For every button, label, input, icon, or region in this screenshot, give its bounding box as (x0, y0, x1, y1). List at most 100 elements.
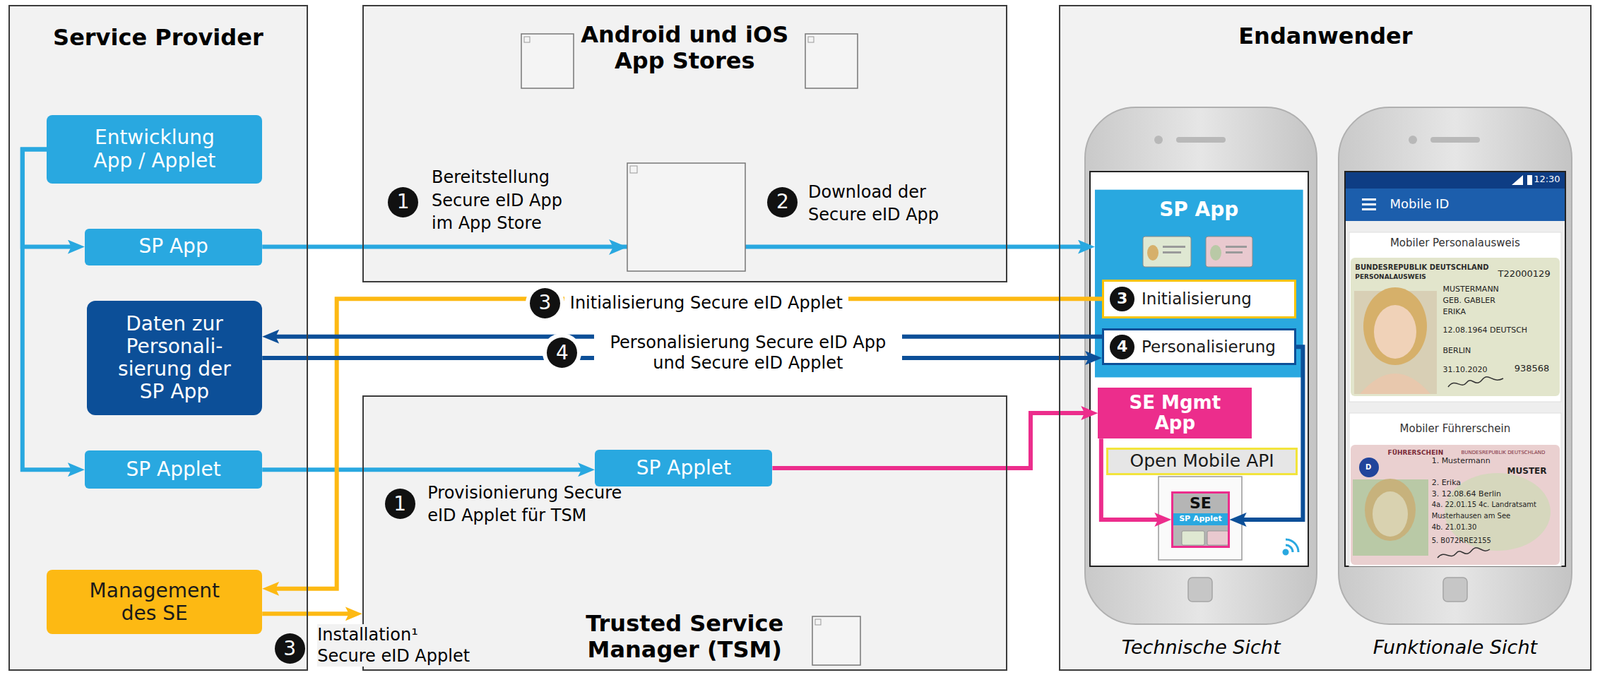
eu-flag (1359, 457, 1379, 478)
provider-panel: Service ProviderEntwicklung App / Applet… (8, 4, 309, 672)
card-text: MUSTER (1507, 466, 1548, 477)
image-placeholder (812, 616, 861, 666)
thumb-lines (1225, 245, 1247, 248)
card-text: BUNDESREPUBLIK DEUTSCHLAND (1354, 263, 1489, 272)
api-box: Open Mobile API (1106, 447, 1299, 476)
node-label: Initialisierung (1141, 289, 1252, 308)
id-photo-shoulders (1359, 373, 1431, 395)
id-photo-face (1373, 305, 1417, 359)
applet-chip: SP Applet (1173, 513, 1228, 526)
node-label: SP App (138, 235, 208, 258)
card-text: Musterhausen am See (1431, 512, 1511, 521)
phone-speaker (1430, 137, 1480, 143)
step-note: Installation¹ Secure eID Applet (317, 624, 477, 667)
image-placeholder (805, 33, 858, 89)
id-card-thumb (1181, 531, 1205, 546)
thumb-lines (1225, 251, 1243, 254)
edge-label: Personalisierung Secure eID App und Secu… (594, 331, 903, 376)
callout-number: 4 (1109, 334, 1135, 360)
card-text: T22000129 (1498, 268, 1551, 280)
thumb-face (1147, 245, 1159, 261)
signature (1437, 548, 1490, 559)
applet-box: SP Applet (84, 450, 263, 489)
card-text: BUNDESREPUBLIK DEUTSCHLAND (1461, 449, 1546, 456)
edge-label: Initialisierung Secure eID Applet (564, 291, 849, 316)
broken-image-mark (524, 36, 530, 43)
licence-photo-hair (1364, 478, 1416, 542)
licence-thumb (1205, 236, 1253, 268)
node-label: SP Applet (1178, 514, 1223, 524)
panel-heading: Endanwender (1060, 23, 1591, 50)
phone-body (1338, 107, 1572, 625)
panel-heading: Trusted Service Manager (TSM) (564, 611, 805, 664)
battery-icon (1527, 175, 1533, 186)
end-user-panel-fill (1058, 4, 1592, 672)
card-text: GEB. GABLER (1443, 295, 1496, 306)
phone-screen (1089, 171, 1309, 567)
step-box: 3Initialisierung (1101, 279, 1296, 319)
phone-camera (1408, 135, 1418, 145)
card-text: 2. Erika (1431, 478, 1461, 488)
card-text: PERSONALAUSWEIS (1354, 273, 1426, 282)
node-label: SE Mgmt App (1118, 392, 1232, 434)
image-frame (1158, 476, 1242, 561)
process-box: Entwicklung App / Applet (46, 115, 263, 184)
node-label: SP Applet (125, 458, 221, 482)
flow-arrow (22, 149, 75, 471)
thumb-face (1210, 245, 1222, 261)
card-text: 4b. 21.01.30 (1431, 523, 1478, 532)
menu-icon (1361, 198, 1377, 201)
status-bar (1345, 172, 1565, 189)
step-box: 4 Personalisierung (1101, 328, 1296, 366)
signature (1448, 377, 1504, 388)
node-label: Daten zur Personali- sierung der SP App (107, 312, 242, 405)
flow-arrow (772, 413, 1088, 469)
app-store-panel: Android und iOS App Stores (362, 4, 1008, 283)
screen-text: Mobile ID (1389, 196, 1449, 212)
step-note: Provisionierung Secure eID Applet für TS… (427, 481, 640, 528)
menu-icon (1361, 208, 1377, 211)
menu-icon (1361, 203, 1377, 206)
nfc-wave (1285, 539, 1299, 553)
callout-number: 2 (767, 187, 798, 218)
store-image-placeholder (627, 163, 746, 272)
phone-camera (1154, 135, 1163, 145)
panel-heading: Service Provider (9, 24, 308, 51)
node-label: Personalisierung (1141, 337, 1276, 357)
card-text: 3. 12.08.64 Berlin (1431, 489, 1502, 499)
callout-number: 1 (387, 187, 419, 218)
secure-element: SE SP Applet (1171, 491, 1230, 548)
card-text: 31.10.2020 (1443, 365, 1488, 375)
phone-home-button (1443, 577, 1468, 602)
node-label: Entwicklung App / Applet (85, 126, 224, 172)
view-caption: Funktionale Sicht (1373, 636, 1538, 660)
view-caption: Technische Sicht (1121, 636, 1281, 660)
callout-number: 4 (546, 337, 578, 369)
id-card-image (1350, 257, 1560, 397)
screen-text: Mobiler Personalausweis (1390, 236, 1521, 250)
panel-heading: SE (1173, 495, 1228, 512)
secure-element-fill (1171, 491, 1230, 548)
step-note: Download der Secure eID App (808, 180, 950, 227)
provider-panel-fill (8, 4, 309, 672)
broken-image-mark (815, 619, 821, 626)
card-text: 12.08.1964 DEUTSCH (1443, 325, 1528, 335)
signal-icon (1511, 175, 1524, 186)
phone-body (1085, 107, 1317, 625)
licence-photo-face (1372, 491, 1408, 537)
card-text: FÜHRERSCHEIN (1388, 449, 1444, 458)
screen-text: 12:30 (1533, 173, 1560, 186)
management-app-box: SE Mgmt App (1097, 387, 1252, 439)
app-box: SP App (84, 228, 263, 266)
card-panel (1349, 232, 1562, 402)
applet-box: SP Applet (594, 449, 773, 487)
step-note: Bereitstellung Secure eID App im App Sto… (431, 166, 577, 235)
callout-number: 1 (384, 488, 416, 520)
card-text: BERLIN (1443, 346, 1472, 356)
thumb-lines (1162, 245, 1186, 248)
phone-speaker (1176, 137, 1226, 143)
callout-number: 3 (529, 288, 561, 319)
callout-number: 3 (274, 633, 306, 665)
card-text: ERIKA (1443, 307, 1466, 317)
